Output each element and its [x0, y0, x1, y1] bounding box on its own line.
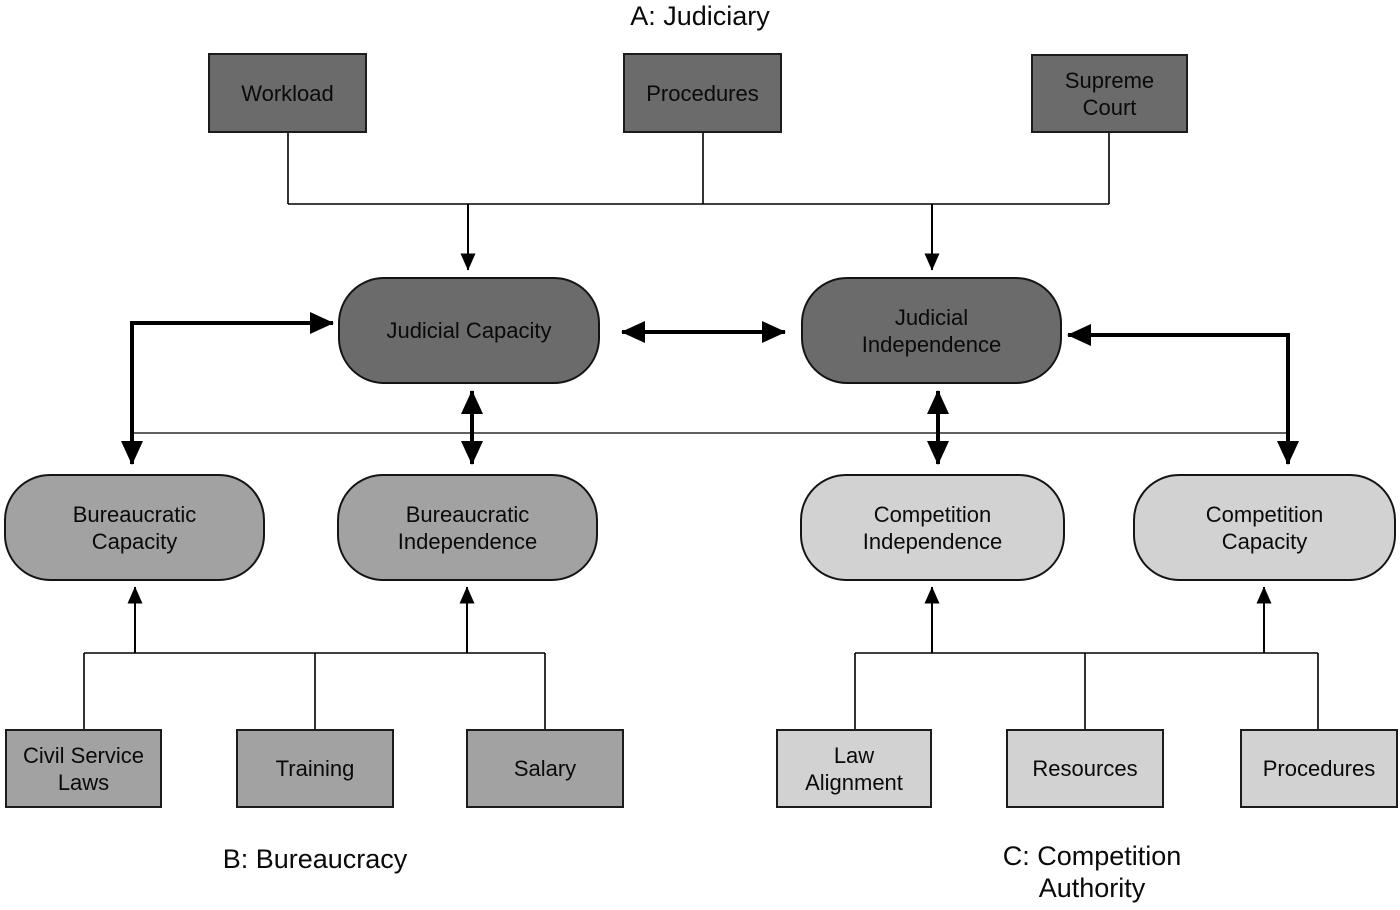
box-workload-label: Workload [241, 80, 334, 106]
panel-c-title: C: Competition Authority [942, 840, 1242, 904]
box-procedures-judiciary: Procedures [623, 53, 782, 133]
panel-a-title-text: A: Judiciary [630, 1, 770, 31]
node-judicial-capacity: Judicial Capacity [338, 277, 600, 384]
panel-b-title: B: Bureaucracy [165, 843, 465, 875]
arrow-elbow-competition-judicial [1067, 324, 1299, 465]
panel-b-tree-line [83, 652, 546, 729]
box-civil-service-laws: Civil Service Laws [5, 729, 162, 808]
box-resources: Resources [1006, 729, 1164, 808]
node-bureaucratic-independence-label: Bureaucratic Independence [397, 501, 538, 554]
node-judicial-independence-label: Judicial Independence [861, 304, 1002, 357]
panel-a-tree-line [287, 133, 1110, 205]
panel-c-title-text: C: Competition Authority [1002, 841, 1182, 903]
box-resources-label: Resources [1032, 756, 1138, 781]
arrow-elbow-bureaucratic-judicial [121, 312, 334, 465]
box-supreme-court: Supreme Court [1031, 54, 1188, 133]
box-procedures-judiciary-label: Procedures [646, 80, 759, 106]
node-competition-capacity: Competition Capacity [1133, 474, 1396, 581]
box-civil-service-laws-label: Civil Service Laws [22, 742, 145, 795]
box-law-alignment-label: Law Alignment [805, 742, 903, 795]
node-judicial-independence: Judicial Independence [801, 277, 1062, 384]
box-procedures-competition-label: Procedures [1262, 756, 1376, 781]
box-salary-label: Salary [513, 756, 577, 781]
node-competition-independence-label: Competition Independence [862, 501, 1003, 554]
box-training: Training [236, 729, 394, 808]
node-bureaucratic-capacity: Bureaucratic Capacity [4, 474, 265, 581]
box-supreme-court-label: Supreme Court [1064, 67, 1155, 120]
panel-a-title: A: Judiciary [550, 0, 850, 32]
node-judicial-capacity-label: Judicial Capacity [386, 318, 552, 343]
box-procedures-competition: Procedures [1240, 729, 1398, 808]
node-bureaucratic-independence: Bureaucratic Independence [337, 474, 598, 581]
node-bureaucratic-capacity-label: Bureaucratic Capacity [72, 501, 197, 554]
panel-c-tree-line [854, 652, 1319, 729]
node-competition-capacity-label: Competition Capacity [1205, 501, 1324, 554]
panel-b-title-text: B: Bureaucracy [222, 844, 408, 874]
box-workload: Workload [208, 53, 367, 133]
box-salary: Salary [466, 729, 624, 808]
box-law-alignment: Law Alignment [776, 729, 932, 808]
node-competition-independence: Competition Independence [800, 474, 1065, 581]
box-training-label: Training [275, 756, 355, 781]
